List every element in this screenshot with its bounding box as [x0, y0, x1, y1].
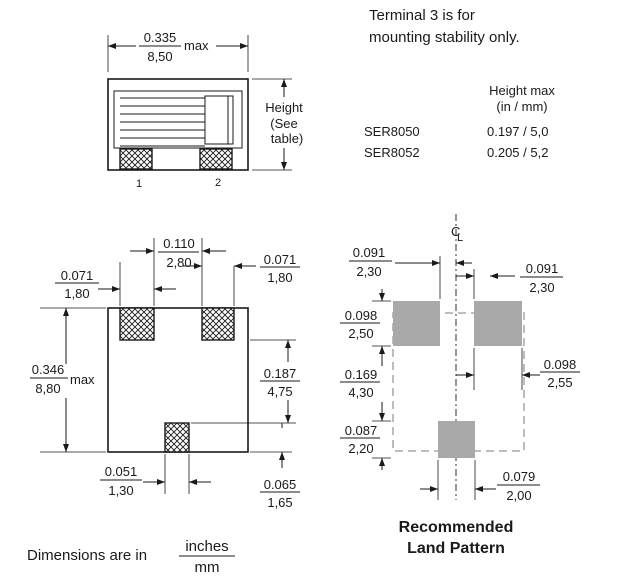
component-top-inner: [113, 90, 243, 149]
pad-to-pad-inches: 0.187: [264, 366, 297, 381]
overall-length-inches: 0.346: [32, 362, 65, 377]
land-pattern: C L 0.091 2,30 0.091 2,30 0.098: [340, 214, 580, 557]
terminal-1-label: 1: [136, 178, 142, 190]
overall-length-mm: 8,80: [35, 381, 60, 396]
note-line-1: Terminal 3 is for: [369, 7, 475, 24]
land-left-gap-inches: 0.091: [353, 245, 386, 260]
bottom-view: 0.110 2,80 0.071 1,80 0.071 1,80 0.346 8…: [30, 236, 300, 510]
height-table-part-1: SER8050: [364, 124, 420, 139]
centerline-subscript: L: [457, 232, 463, 244]
right-pad-width-mm: 1,80: [267, 270, 292, 285]
height-table-header-1: Height max: [489, 83, 555, 98]
units-note-text: Dimensions are in: [27, 547, 147, 564]
left-pad-width-mm: 1,80: [64, 286, 89, 301]
land-pattern-caption-1: Recommended: [399, 519, 514, 536]
height-table-value-1: 0.197 / 5,0: [487, 124, 548, 139]
land-pad-center: [438, 421, 475, 458]
land-right-pad-width-mm: 2,55: [547, 375, 572, 390]
land-pad-right: [474, 301, 522, 346]
top-width-max-label: max: [184, 38, 209, 53]
bottom-pad-spacing-inches: 0.110: [163, 236, 195, 251]
height-label-line-1: Height: [265, 100, 303, 115]
units-note: Dimensions are in inches mm: [27, 538, 235, 576]
land-right-gap-inches: 0.091: [526, 261, 559, 276]
land-pad-spacing-mm: 4,30: [348, 385, 373, 400]
land-pattern-caption-2: Land Pattern: [407, 540, 505, 557]
height-table-header-2: (in / mm): [496, 99, 547, 114]
land-left-gap-mm: 2,30: [356, 264, 381, 279]
bottom-pad-center: [164, 422, 190, 453]
land-bottom-pad-height-mm: 2,20: [348, 441, 373, 456]
land-bottom-pad-width-mm: 2,00: [506, 488, 531, 503]
bottom-pad-right: [201, 307, 235, 341]
bottom-pad-left: [119, 307, 155, 341]
height-table-part-2: SER8052: [364, 145, 420, 160]
right-pad-width-inches: 0.071: [264, 252, 297, 267]
land-top-pad-height-inches: 0.098: [345, 308, 378, 323]
terminal-2-label: 2: [215, 177, 221, 189]
center-pad-length-mm: 1,65: [267, 495, 292, 510]
height-label-line-3: table): [271, 131, 304, 146]
land-bottom-pad-height-inches: 0.087: [345, 423, 378, 438]
terminal-note: Terminal 3 is for mounting stability onl…: [369, 7, 520, 46]
left-pad-width-inches: 0.071: [61, 268, 94, 283]
height-label-line-2: (See: [270, 116, 297, 131]
land-right-pad-width-inches: 0.098: [544, 357, 577, 372]
units-note-mm: mm: [195, 559, 220, 576]
height-table-value-2: 0.205 / 5,2: [487, 145, 548, 160]
pad-to-pad-mm: 4,75: [267, 384, 292, 399]
land-pattern-outline: [392, 312, 525, 452]
top-terminal-1: [119, 148, 153, 170]
land-bottom-pad-width-inches: 0.079: [503, 469, 536, 484]
units-note-inches: inches: [185, 538, 228, 555]
center-pad-length-inches: 0.065: [264, 477, 297, 492]
overall-length-max-label: max: [70, 372, 95, 387]
centerline-symbol: C: [451, 224, 460, 239]
top-width-mm: 8,50: [147, 49, 172, 64]
height-table: Height max (in / mm) SER8050 0.197 / 5,0…: [364, 83, 555, 160]
center-pad-width-mm: 1,30: [108, 483, 133, 498]
top-width-inches: 0.335: [144, 30, 177, 45]
top-terminal-2: [199, 148, 233, 170]
top-view: 0.335 8,50 max 1 2 Height: [107, 30, 304, 190]
center-pad-width-inches: 0.051: [105, 464, 138, 479]
land-pad-spacing-inches: 0.169: [345, 367, 378, 382]
land-top-pad-height-mm: 2,50: [348, 326, 373, 341]
land-right-gap-mm: 2,30: [529, 280, 554, 295]
note-line-2: mounting stability only.: [369, 29, 520, 46]
winding-lines: [120, 95, 234, 147]
land-pad-left: [393, 301, 440, 346]
bottom-pad-spacing-mm: 2,80: [166, 255, 191, 270]
